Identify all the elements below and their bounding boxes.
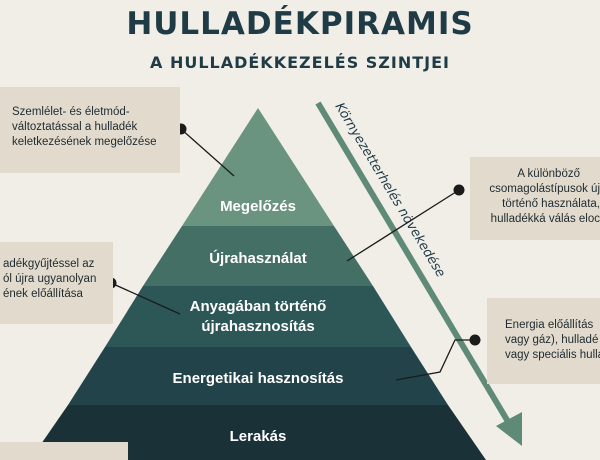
level-label-ujrahasznalat: Újrahasználat (209, 249, 307, 267)
pyramid-level-ujrahasznalat (143, 226, 373, 286)
level-label-anyagaban-line1: Anyagában történő (190, 298, 327, 315)
pyramid-level-lerakas (30, 405, 486, 460)
connector-left-mid (110, 282, 181, 315)
callout-line: keletkezésének megelőzése (12, 136, 157, 148)
callout-line: vagy gáz), hulladé (505, 334, 599, 346)
level-label-energetikai: Energetikai hasznosítás (173, 370, 344, 387)
callout-line: változtatással a hulladék (12, 121, 138, 133)
page-title: HULLADÉKPIRAMIS (126, 6, 474, 42)
callout-megelozes: Szemlélet- és életmód- változtatással a … (0, 87, 180, 173)
environmental-load-arrow-shaft (315, 101, 513, 427)
connector-right-mid (395, 339, 475, 381)
callout-line: vagy speciális hulla (505, 349, 600, 361)
page-subtitle: A HULLADÉKKEZELÉS SZINTJEI (149, 53, 450, 72)
callout-line: adékgyűjtéssel az (3, 258, 95, 270)
callout-line: hulladékká válás eloc (490, 213, 600, 225)
callout-energetikai: Energia előállítás vagy gáz), hulladé va… (487, 298, 600, 384)
connector-left-top (180, 128, 235, 177)
callout-line: csomagolástípusok új (489, 183, 600, 195)
pyramid-level-anyagaban (105, 286, 411, 347)
level-label-anyagaban-line2: újrahasznosítás (201, 318, 314, 335)
level-label-lerakas: Lerakás (230, 428, 287, 445)
environmental-load-arrow-head (496, 412, 522, 446)
pyramid-level-megelozes (182, 108, 334, 226)
callout-ujrahasznositas: adékgyűjtéssel az ól újra ugyanolyan éne… (0, 242, 113, 324)
connector-dot-right-mid (469, 334, 481, 346)
callout-line: Szemlélet- és életmód- (12, 106, 130, 118)
level-label-megelozes: Megelőzés (220, 198, 296, 215)
callout-ujrahasznalat: A különböző csomagolástípusok új történő… (470, 157, 600, 240)
connector-right-top (346, 189, 460, 262)
callout-line: A különböző (517, 168, 580, 180)
callout-box-bottom-left (0, 442, 128, 460)
pyramid-level-energetikai (68, 347, 448, 405)
connector-dot-right-top (453, 184, 465, 196)
callout-line: Energia előállítás (505, 319, 594, 331)
callout-line: történő használata, (502, 198, 600, 210)
callout-line: ól újra ugyanolyan (3, 273, 97, 285)
callout-line: ének előállítása (3, 288, 83, 300)
